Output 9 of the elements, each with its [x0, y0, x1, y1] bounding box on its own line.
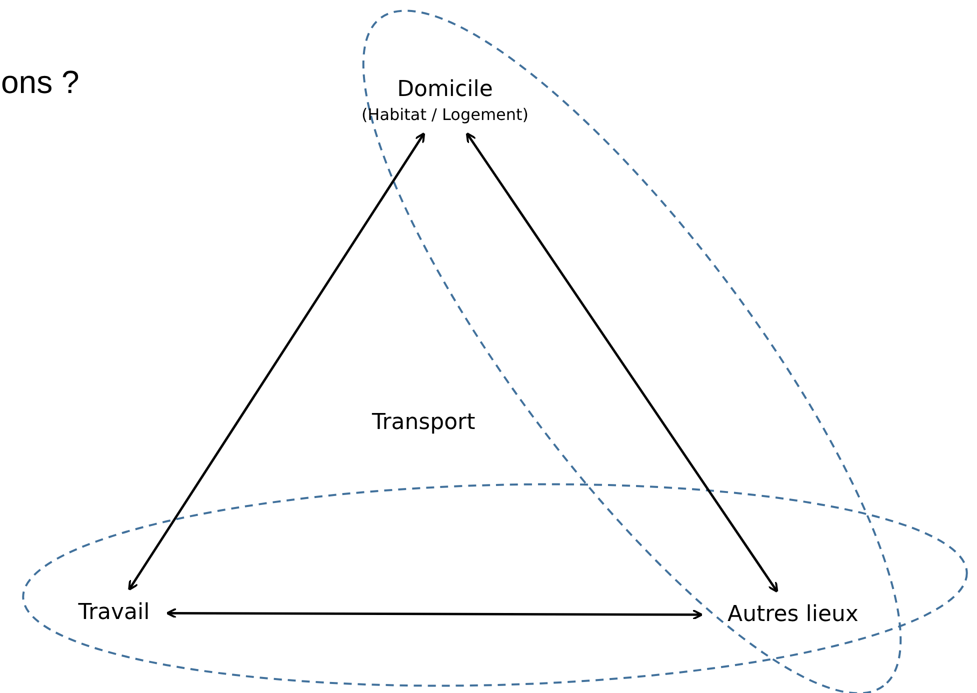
node-label: Domicile: [397, 76, 493, 104]
node-subtitle: (Habitat / Logement): [361, 104, 529, 126]
arrow: [128, 132, 426, 591]
node-label: Autres lieux: [728, 601, 858, 629]
heading-fragment: ons ?: [1, 63, 80, 102]
center-label: Transport: [372, 409, 476, 437]
arrow: [166, 608, 703, 620]
arrow: [466, 132, 778, 593]
node-label: Travail: [78, 599, 150, 627]
